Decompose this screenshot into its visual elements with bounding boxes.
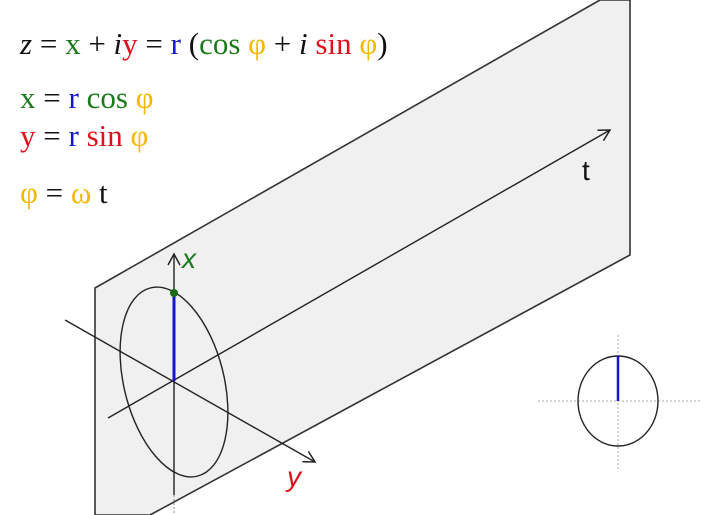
equation-x: x = r cos φ <box>20 80 154 115</box>
rotating-point <box>170 289 178 297</box>
y-axis <box>64 319 317 463</box>
rotation-circle <box>119 286 229 478</box>
x-axis-label: x <box>180 243 197 274</box>
time-plane <box>94 0 631 515</box>
y-axis-label: y <box>285 461 303 492</box>
t-axis-label: t <box>582 155 590 186</box>
t-axis <box>107 129 612 419</box>
equation-phi: φ = ω t <box>20 175 108 210</box>
equation-z: z = x + iy = r (cos φ + i sin φ) <box>19 26 388 61</box>
equation-y: y = r sin φ <box>20 118 148 153</box>
